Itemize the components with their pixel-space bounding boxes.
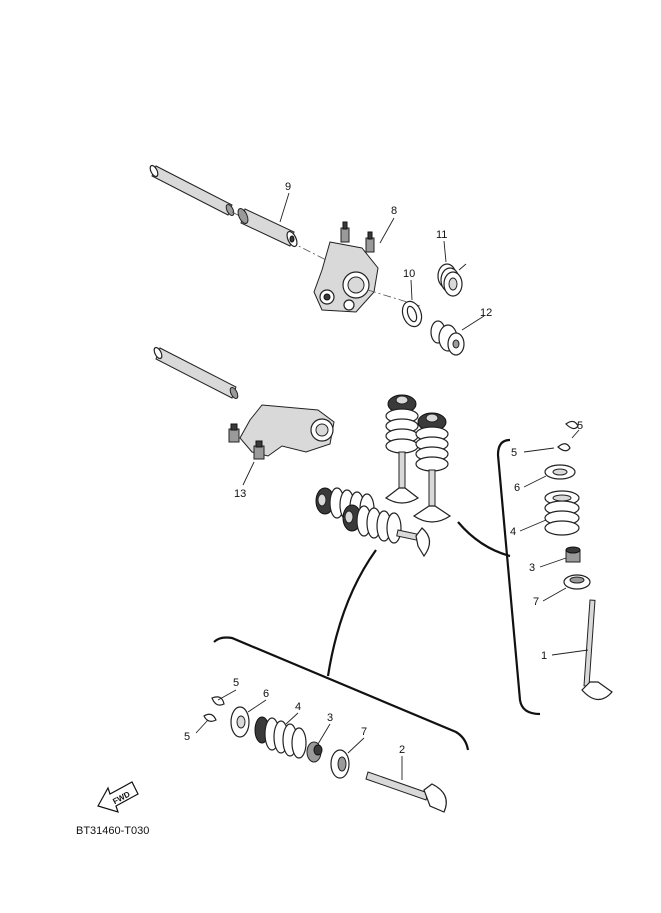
right-exploded-group <box>457 420 613 716</box>
fwd-arrow-icon: FWD <box>97 781 139 813</box>
callout-7-bottom: 7 <box>361 726 367 738</box>
callouts: 9 8 11 10 12 13 5 5 6 4 3 7 1 5 6 4 3 7 … <box>184 181 583 756</box>
callout-11: 11 <box>436 229 447 241</box>
callout-10: 10 <box>403 268 415 280</box>
retainer-6-bottom <box>230 706 250 738</box>
right-group-bracket <box>496 438 541 716</box>
collet-5-bottom <box>203 696 225 722</box>
callout-6-right: 6 <box>514 482 520 494</box>
valve-2 <box>365 771 447 813</box>
right-group-connector <box>457 521 511 558</box>
callout-5-bottom-left: 5 <box>184 731 190 743</box>
callout-12: 12 <box>480 307 492 319</box>
washer-10 <box>401 300 423 328</box>
callout-5-right-left: 5 <box>511 447 517 459</box>
callout-4-right: 4 <box>510 526 516 538</box>
spring-4-bottom <box>254 716 307 759</box>
collar-9 <box>237 208 298 248</box>
rocker-shaft-lower <box>153 346 239 400</box>
valve-assembly-installed-upper <box>384 394 452 523</box>
seal-3-right <box>565 546 581 563</box>
callout-7-right: 7 <box>533 596 539 608</box>
spring-4-right <box>544 490 580 536</box>
valve-1 <box>581 599 613 701</box>
callout-8: 8 <box>391 205 397 217</box>
callout-6-bottom: 6 <box>263 688 269 700</box>
rocker-shaft-upper <box>149 164 331 263</box>
leader-lines <box>195 192 589 780</box>
spring-11 <box>437 263 467 297</box>
callout-4-bottom: 4 <box>295 701 301 713</box>
callout-5-right-top: 5 <box>577 420 583 432</box>
callout-3-bottom: 3 <box>327 712 333 724</box>
seat-7-right <box>563 574 591 590</box>
bottom-group-connector <box>326 549 377 677</box>
callout-3-right: 3 <box>529 562 535 574</box>
rocker-arm-13 <box>228 404 335 460</box>
spring-12 <box>430 320 465 356</box>
diagram-code: BT31460-T030 <box>76 825 149 837</box>
bottom-exploded-group <box>203 549 470 813</box>
bottom-group-bracket <box>213 636 470 751</box>
collet-5-right <box>557 420 579 452</box>
callout-1: 1 <box>541 650 547 662</box>
seal-3-bottom <box>306 741 323 763</box>
rocker-arm-8 <box>313 221 421 313</box>
seat-7-bottom <box>330 749 350 779</box>
callout-9: 9 <box>285 181 291 193</box>
callout-2: 2 <box>399 744 405 756</box>
callout-13: 13 <box>234 488 246 500</box>
retainer-6-right <box>544 464 576 480</box>
callout-5-bottom-top: 5 <box>233 677 239 689</box>
valve-assembly-installed-lower <box>315 487 431 558</box>
